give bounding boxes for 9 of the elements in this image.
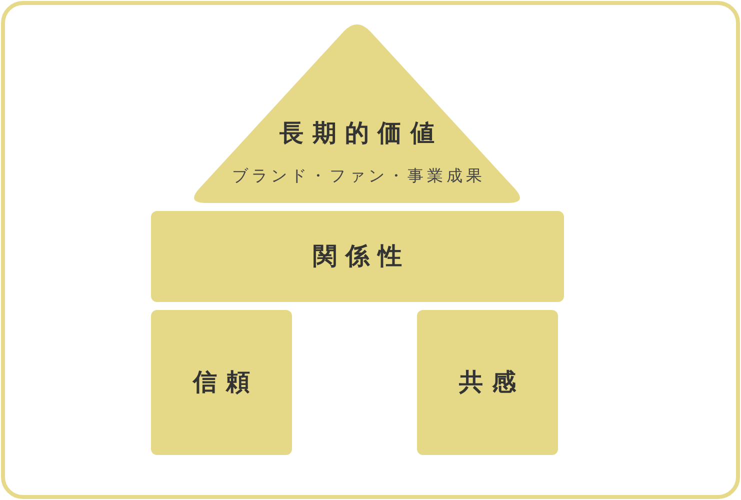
beam-box xyxy=(151,211,564,302)
pillar-label: 信頼 xyxy=(193,368,258,397)
roof-triangle xyxy=(193,24,521,203)
pillar-box xyxy=(417,310,558,455)
roof-title: 長期的価値 xyxy=(280,119,443,148)
pillar-box xyxy=(151,310,292,455)
beam-label: 関係性 xyxy=(312,242,411,271)
roof-subtitle: ブランド・ファン・事業成果 xyxy=(232,166,486,185)
pillar-label: 共感 xyxy=(459,368,524,397)
